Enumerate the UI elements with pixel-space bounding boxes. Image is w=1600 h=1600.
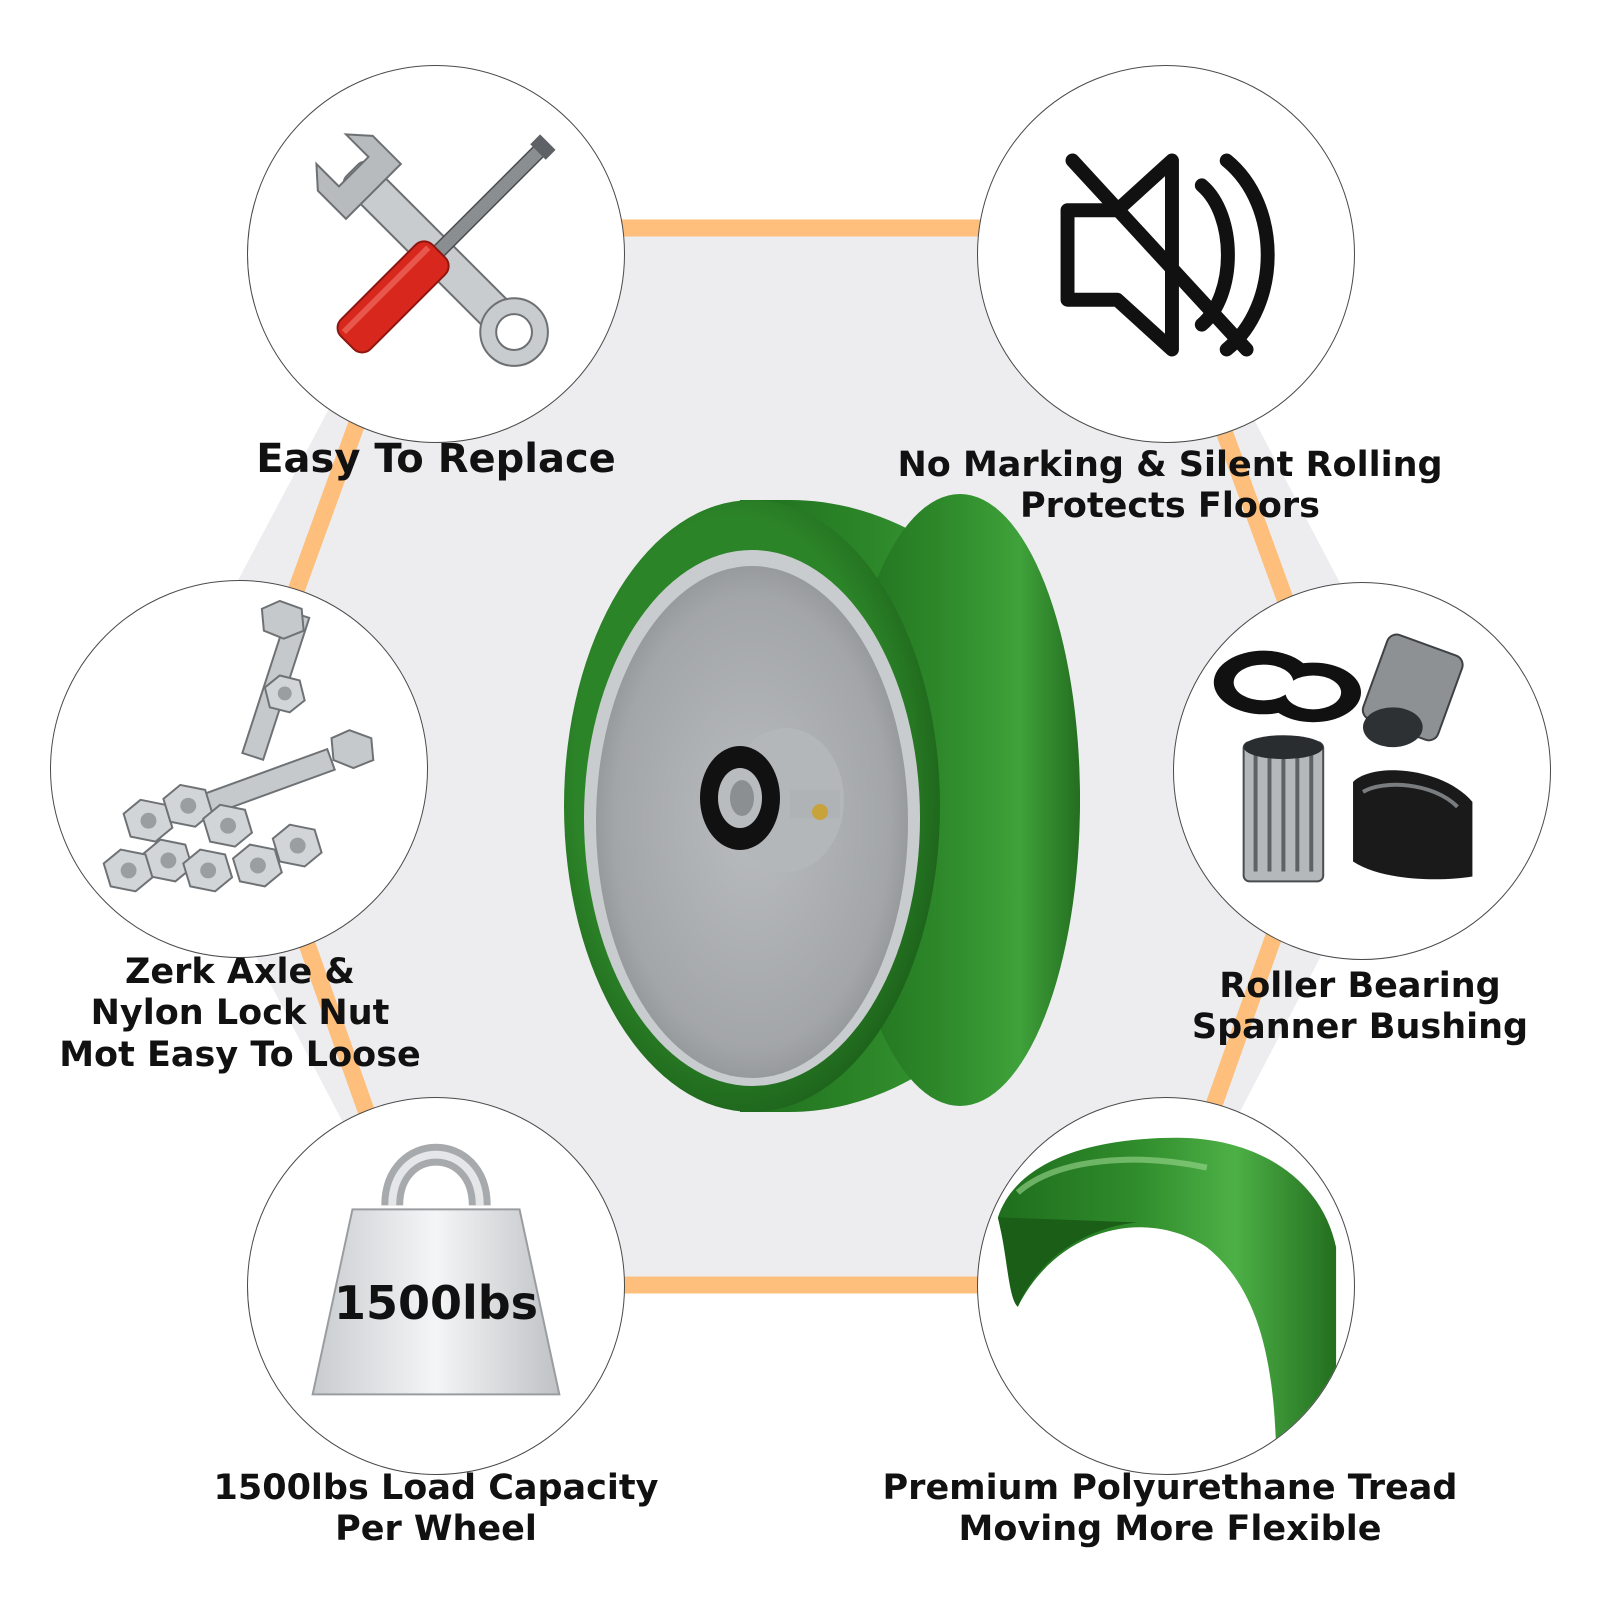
caption-line: Premium Polyurethane Tread xyxy=(882,1468,1458,1508)
caption-line: Mot Easy To Loose xyxy=(59,1034,421,1075)
feature-circle-capacity: 1500lbs xyxy=(247,1097,625,1475)
polyurethane-tread-icon xyxy=(997,1137,1337,1474)
feature-circle-bearing xyxy=(1173,582,1551,960)
caption-replace: Easy To Replace xyxy=(186,436,686,483)
caption-line: Nylon Lock Nut xyxy=(90,993,390,1034)
feature-circle-silent xyxy=(977,65,1355,443)
weight-label: 1500lbs xyxy=(333,1276,539,1330)
caption-bearing: Roller Bearing Spanner Bushing xyxy=(1160,966,1560,1049)
feature-circle-tread xyxy=(977,1097,1355,1475)
feature-circle-replace xyxy=(247,65,625,443)
weight-icon xyxy=(311,1143,561,1396)
mute-speaker-icon xyxy=(1060,153,1275,357)
caption-line: Zerk Axle & xyxy=(125,952,355,992)
caption-line: Easy To Replace xyxy=(256,436,616,482)
caption-line: Protects Floors xyxy=(1019,486,1320,527)
caption-silent: No Marking & Silent Rolling Protects Flo… xyxy=(870,445,1470,528)
feature-circle-hardware xyxy=(50,580,428,958)
roller-bearing-icon xyxy=(1213,633,1473,883)
caption-line: Roller Bearing xyxy=(1219,966,1501,1006)
caption-line: Spanner Bushing xyxy=(1191,1007,1529,1048)
bolts-nuts-icon xyxy=(102,599,375,893)
caption-capacity: 1500lbs Load Capacity Per Wheel xyxy=(176,1468,696,1551)
wrench-screwdriver-icon xyxy=(315,133,556,367)
caption-line: Moving More Flexible xyxy=(958,1509,1382,1550)
caption-line: 1500lbs Load Capacity xyxy=(213,1468,659,1508)
caption-hardware: Zerk Axle & Nylon Lock Nut Mot Easy To L… xyxy=(30,952,450,1076)
caption-tread: Premium Polyurethane Tread Moving More F… xyxy=(860,1468,1480,1551)
caption-line: Per Wheel xyxy=(335,1509,537,1550)
caption-line: No Marking & Silent Rolling xyxy=(897,445,1443,485)
